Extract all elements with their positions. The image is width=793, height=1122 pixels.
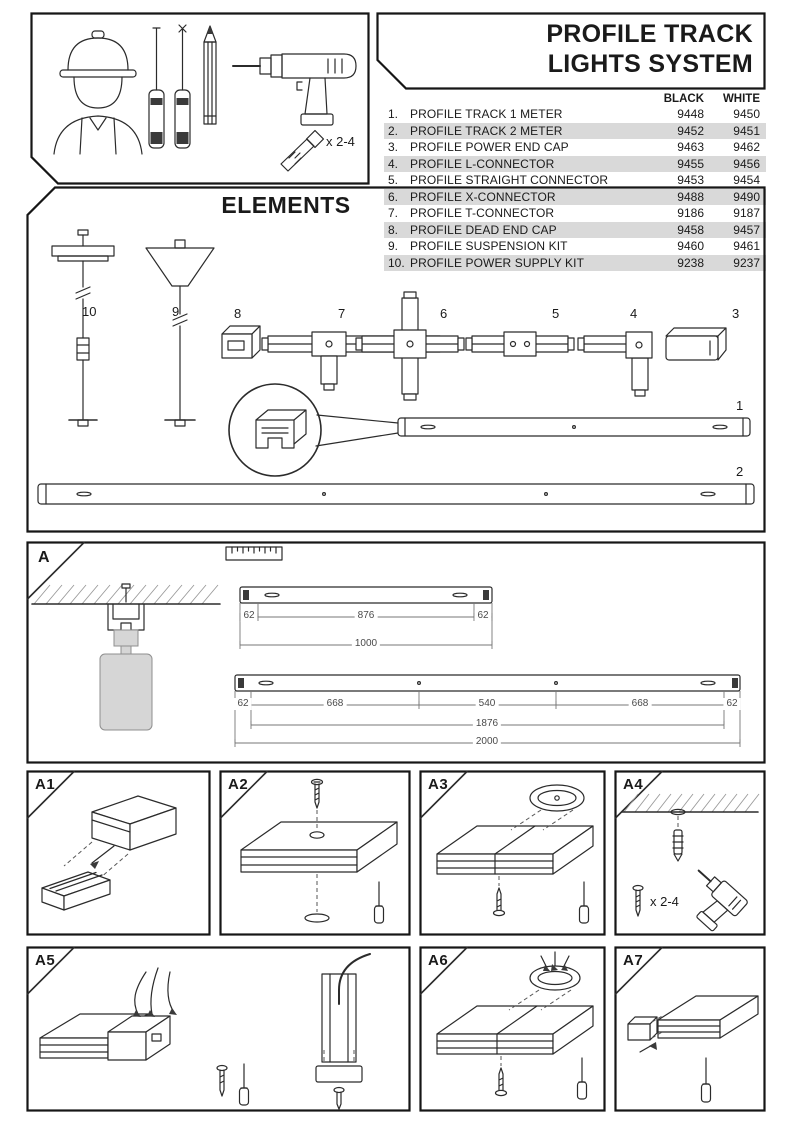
step-a5-panel: A5 (26, 946, 411, 1112)
drill-icon (232, 53, 357, 126)
element-10-suspension-kit (51, 229, 115, 427)
element-label-3: 3 (732, 306, 740, 321)
a1-illustration (26, 770, 211, 936)
a4-screws-qty: x 2-4 (650, 894, 679, 909)
element-label-6: 6 (440, 306, 448, 321)
track-profile-detail (228, 383, 399, 477)
step-a3-panel: A3 (419, 770, 606, 936)
dim-2m-mid: 540 (475, 698, 499, 710)
a5-wiring-drawing (39, 967, 250, 1106)
step-a7-panel: A7 (614, 946, 766, 1112)
page-title: PROFILE TRACK LIGHTS SYSTEM (546, 19, 753, 79)
element-9-suspension-kit (145, 239, 215, 427)
tools-panel: x 2-4 (30, 12, 370, 185)
elements-panel: ELEMENTS 10 9 8 7 6 5 4 3 1 2 (26, 186, 766, 533)
dim-2m-right: 62 (723, 698, 741, 710)
a3-connector-drawing (436, 784, 594, 924)
step-a7-label: A7 (623, 952, 644, 969)
col-white-header: WHITE (722, 93, 760, 105)
a-ceiling-mount-drawing (31, 583, 221, 731)
element-label-5: 5 (552, 306, 560, 321)
element-4-l-connector (577, 331, 653, 397)
a2-screw-mount-drawing (240, 778, 398, 924)
dim-1m-mid: 876 (354, 610, 378, 622)
a5-cable-detail-drawing (315, 953, 371, 1110)
section-a-illustration (26, 541, 766, 764)
a2-illustration (219, 770, 411, 936)
element-3-power-end-cap (665, 327, 727, 361)
a4-illustration (614, 770, 766, 936)
step-a2-label: A2 (228, 776, 249, 793)
elements-illustration (26, 186, 766, 533)
a4-drill-anchor-drawing (621, 793, 760, 932)
step-a1-label: A1 (35, 776, 56, 793)
element-5-straight-connector (465, 331, 575, 357)
dim-1m-total: 1000 (351, 638, 381, 650)
title-panel: PROFILE TRACK LIGHTS SYSTEM (376, 12, 766, 90)
element-2-track-2m (37, 483, 755, 505)
ruler-icon (225, 546, 283, 561)
dim-1m-right: 62 (474, 610, 492, 622)
element-label-7: 7 (338, 306, 346, 321)
element-label-10: 10 (82, 304, 97, 319)
a7-dead-end-cap-drawing (627, 995, 759, 1103)
col-black-header: BLACK (663, 93, 704, 105)
dim-1m-left: 62 (240, 610, 258, 622)
elements-heading: ELEMENTS (221, 192, 351, 218)
a6-connector-wiring-drawing (436, 951, 594, 1100)
dim-2m-seg2: 668 (628, 698, 652, 710)
pencil-icon (203, 25, 217, 125)
screw-icon (280, 129, 325, 172)
tools-illustration (30, 12, 370, 185)
step-a4-panel: A4 x 2-4 (614, 770, 766, 936)
dim-2m-inner: 1876 (472, 718, 502, 730)
step-a6-panel: A6 (419, 946, 606, 1112)
element-label-9: 9 (172, 304, 180, 319)
element-label-1: 1 (736, 398, 744, 413)
a5-illustration (26, 946, 411, 1112)
step-a4-label: A4 (623, 776, 644, 793)
tools-screws-qty: x 2-4 (326, 134, 355, 149)
a1-end-cap-drawing (41, 795, 177, 911)
title-box-border (376, 12, 766, 90)
page-title-line2: LIGHTS SYSTEM (547, 50, 753, 78)
step-a2-panel: A2 (219, 770, 411, 936)
dim-2m-seg1: 668 (323, 698, 347, 710)
step-a3-label: A3 (428, 776, 449, 793)
step-a1-panel: A1 (26, 770, 211, 936)
element-1-track-1m (397, 417, 751, 437)
a-dimension-drawing-1m (239, 586, 493, 649)
element-label-2: 2 (736, 464, 744, 479)
page-title-line1: PROFILE TRACK (546, 20, 753, 48)
a3-illustration (419, 770, 606, 936)
a7-illustration (614, 946, 766, 1112)
section-a-panel: A 62 876 62 1000 62 668 540 668 62 1876 … (26, 541, 766, 764)
screwdrivers-icon (148, 24, 191, 149)
element-8-dead-end-cap (221, 325, 261, 359)
step-a6-label: A6 (428, 952, 449, 969)
a6-illustration (419, 946, 606, 1112)
element-6-x-connector (355, 291, 465, 401)
worker-icon (53, 30, 143, 155)
element-label-4: 4 (630, 306, 638, 321)
step-a5-label: A5 (35, 952, 56, 969)
dim-2m-total: 2000 (472, 736, 502, 748)
drill-icon-small (696, 869, 748, 932)
element-label-8: 8 (234, 306, 242, 321)
parts-table-header: BLACK WHITE (384, 92, 766, 106)
section-a-label: A (38, 549, 51, 566)
dim-2m-left: 62 (234, 698, 252, 710)
